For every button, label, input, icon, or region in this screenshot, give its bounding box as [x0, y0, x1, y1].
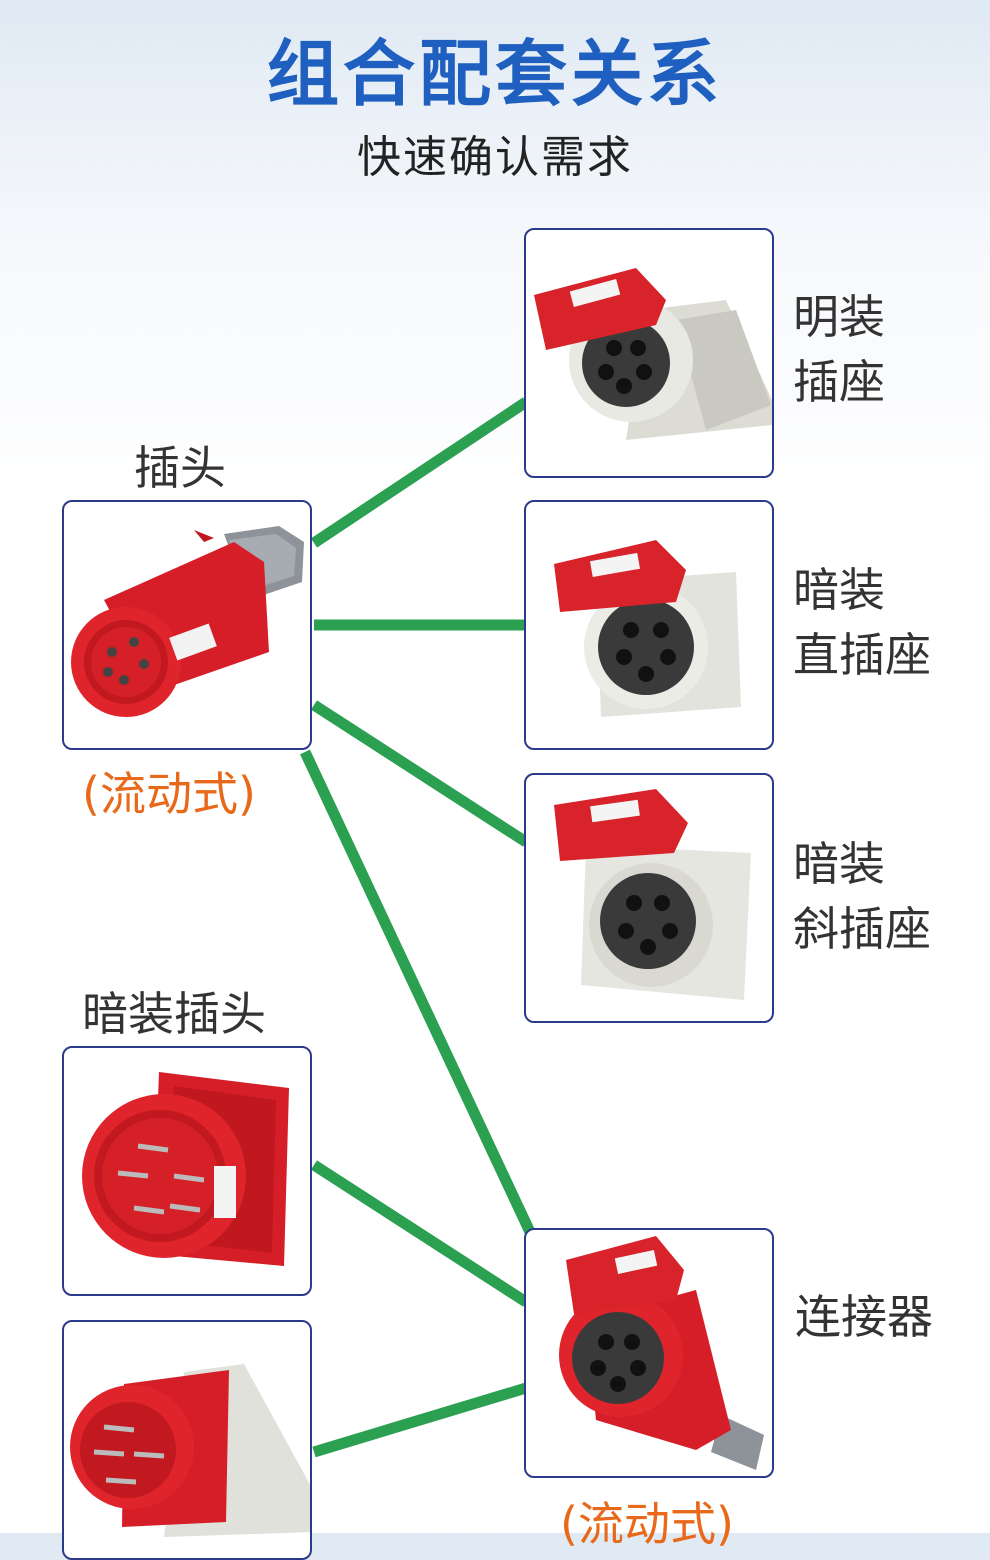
line-plug-flush-angled-socket — [311, 700, 529, 847]
line-panel-plug-connector — [311, 1160, 529, 1307]
connector-label: 连接器 — [795, 1290, 933, 1344]
flush-angled-socket-image — [554, 789, 751, 1000]
flush-angled-socket-label-line2: 斜插座 — [793, 902, 931, 956]
plug-label: 插头 — [134, 441, 226, 495]
flush-angled-socket-card[interactable] — [524, 773, 774, 1023]
plug-card[interactable] — [62, 500, 312, 750]
panel-plug-label: 暗装插头 — [82, 987, 266, 1041]
flush-straight-socket-label-line1: 暗装 — [793, 563, 885, 617]
panel-plug-card[interactable] — [62, 1046, 312, 1296]
page-subtitle: 快速确认需求 — [357, 132, 633, 183]
panel-plug-image — [82, 1072, 289, 1266]
connector-note: (流动式) — [560, 1497, 734, 1551]
flush-straight-socket-card[interactable] — [524, 500, 774, 750]
flush-straight-socket-image — [554, 540, 741, 717]
page-title: 组合配套关系 — [266, 32, 723, 116]
angled-panel-plug-card[interactable] — [62, 1320, 312, 1560]
surface-socket-label-line1: 明装 — [793, 290, 885, 344]
line-angled-panel-plug-connector — [312, 1382, 528, 1458]
plug-image — [71, 526, 304, 717]
flush-angled-socket-label-line1: 暗装 — [793, 837, 885, 891]
connector-image — [559, 1236, 764, 1470]
surface-socket-card[interactable] — [524, 228, 774, 478]
surface-socket-label-line2: 插座 — [793, 355, 885, 409]
line-plug-connector — [300, 749, 535, 1235]
flush-straight-socket-label-line2: 直插座 — [793, 628, 931, 682]
surface-socket-image — [534, 268, 772, 440]
plug-note: (流动式) — [82, 767, 256, 821]
line-plug-surface-socket — [310, 397, 530, 548]
connector-card[interactable] — [524, 1228, 774, 1478]
angled-panel-plug-image — [70, 1364, 310, 1537]
